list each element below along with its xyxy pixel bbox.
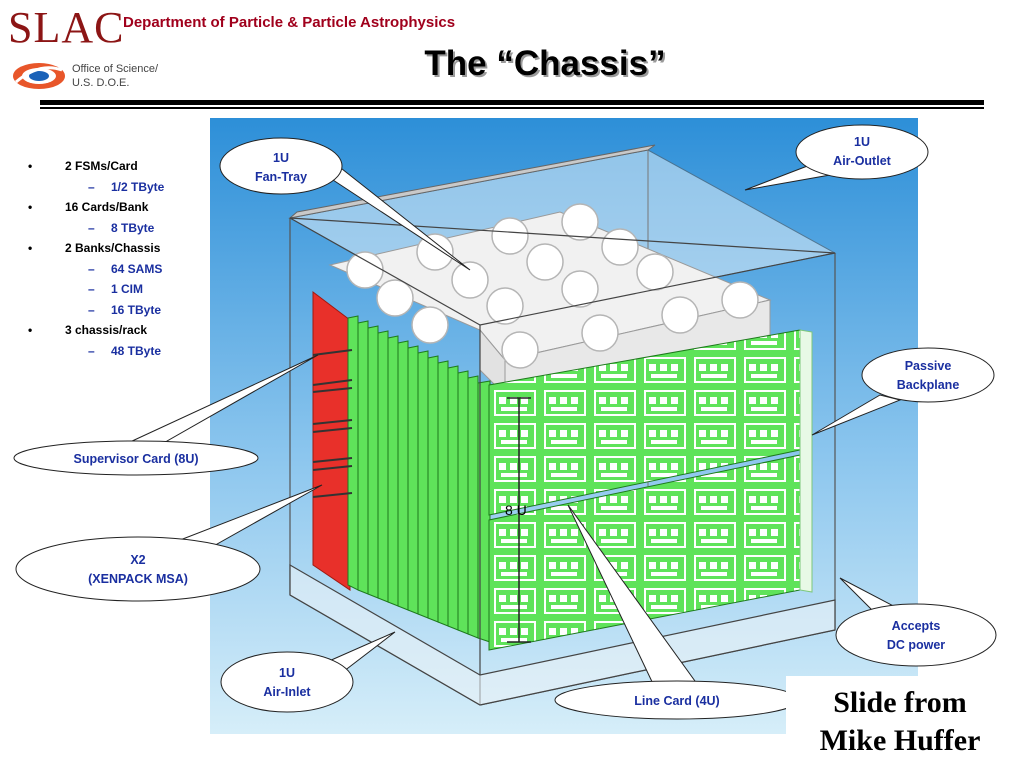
line-card-front xyxy=(488,329,813,651)
title-divider xyxy=(40,100,984,109)
sub-bullet-item: – 1/2 TByte xyxy=(28,177,208,198)
fan-tray-fans xyxy=(346,203,759,369)
callout-fan-tray-line2: Fan-Tray xyxy=(255,170,307,184)
sub-bullet-text: 16 TByte xyxy=(111,302,162,317)
callout-supervisor-card: Supervisor Card (8U) xyxy=(13,354,319,476)
dimension-marker xyxy=(507,397,531,643)
sub-bullet-marker: – xyxy=(88,302,95,317)
bullet-item: • 2 Banks/Chassis xyxy=(28,238,208,259)
sub-bullet-text: 8 TByte xyxy=(111,220,155,235)
sub-bullet-marker: – xyxy=(88,261,95,276)
sub-bullet-text: 48 TByte xyxy=(111,343,162,358)
callout-line-card: Line Card (4U) xyxy=(554,504,800,720)
bullet-marker: • xyxy=(28,323,33,337)
callout-air-outlet: 1U Air-Outlet xyxy=(744,124,929,191)
callout-passive-backplane-line2: Backplane xyxy=(897,378,960,392)
callout-line-card-label: Line Card (4U) xyxy=(634,694,719,708)
callout-air-inlet-line2: Air-Inlet xyxy=(263,685,311,699)
sub-bullet-marker: – xyxy=(88,343,95,358)
bullet-item: • 16 Cards/Bank xyxy=(28,197,208,218)
sub-bullet-marker: – xyxy=(88,282,95,296)
bullet-marker: • xyxy=(28,200,33,214)
line-card-fins xyxy=(347,315,491,643)
credit-box xyxy=(786,676,1024,768)
sub-bullet-text: 1/2 TByte xyxy=(111,179,165,194)
sub-bullet-marker: – xyxy=(88,179,95,194)
sub-bullet-item: – 16 TByte xyxy=(28,300,208,321)
doe-line-1: Office of Science/ xyxy=(72,63,159,75)
callout-supervisor-card-label: Supervisor Card (8U) xyxy=(73,452,198,466)
doe-label: Office of Science/ U.S. D.O.E. xyxy=(72,62,158,90)
sub-bullet-text: 1 CIM xyxy=(111,282,144,296)
credit-line-2: Mike Huffer xyxy=(819,724,981,757)
sub-bullet-item: – 1 CIM xyxy=(28,279,208,300)
x2-connectors xyxy=(312,349,353,498)
slide-credit: Slide from Mike Huffer xyxy=(790,684,1010,760)
sub-bullet-marker: – xyxy=(88,220,95,235)
sub-bullet-item: – 8 TByte xyxy=(28,218,208,239)
department-name: Department of Particle & Particle Astrop… xyxy=(123,14,456,31)
bullet-text: 16 Cards/Bank xyxy=(65,200,149,214)
callout-dc-power-line2: DC power xyxy=(887,638,945,652)
bullet-item: • 2 FSMs/Card xyxy=(28,156,208,177)
bullet-marker: • xyxy=(28,159,33,173)
bullet-marker: • xyxy=(28,241,33,255)
spec-bullet-list: • 2 FSMs/Card – 1/2 TByte • 16 Cards/Bank –… xyxy=(28,156,208,361)
callout-air-inlet: 1U Air-Inlet xyxy=(220,631,396,713)
supervisor-card xyxy=(312,290,351,591)
sub-bullet-item: – 48 TByte xyxy=(28,341,208,362)
doe-logo-icon xyxy=(13,63,65,89)
callout-x2-line1: X2 xyxy=(130,553,145,567)
callout-dc-power: Accepts DC power xyxy=(835,577,997,667)
callout-air-inlet-line1: 1U xyxy=(279,666,295,680)
bullet-text: 2 FSMs/Card xyxy=(65,159,138,173)
callout-fan-tray-line1: 1U xyxy=(273,151,289,165)
slac-logo: SLAC xyxy=(8,3,125,52)
credit-line-1: Slide from xyxy=(833,686,967,719)
doe-line-2: U.S. D.O.E. xyxy=(72,77,130,89)
callout-air-outlet-line1: 1U xyxy=(854,135,870,149)
page-title: The “Chassis” xyxy=(424,44,666,83)
bullet-text: 3 chassis/rack xyxy=(65,323,148,337)
bullet-text: 2 Banks/Chassis xyxy=(65,241,161,255)
bullet-item: • 3 chassis/rack xyxy=(28,320,208,341)
callout-dc-power-line1: Accepts xyxy=(892,619,941,633)
dimension-label: 8 U xyxy=(505,502,527,518)
callout-passive-backplane-line1: Passive xyxy=(905,359,952,373)
callout-fan-tray: 1U Fan-Tray xyxy=(219,137,471,271)
sub-bullet-item: – 64 SAMS xyxy=(28,259,208,280)
callout-passive-backplane: Passive Backplane xyxy=(811,347,995,436)
callout-x2: X2 (XENPACK MSA) xyxy=(15,484,323,602)
sub-bullet-text: 64 SAMS xyxy=(111,261,163,276)
callout-x2-line2: (XENPACK MSA) xyxy=(88,572,188,586)
callout-air-outlet-line2: Air-Outlet xyxy=(833,154,891,168)
